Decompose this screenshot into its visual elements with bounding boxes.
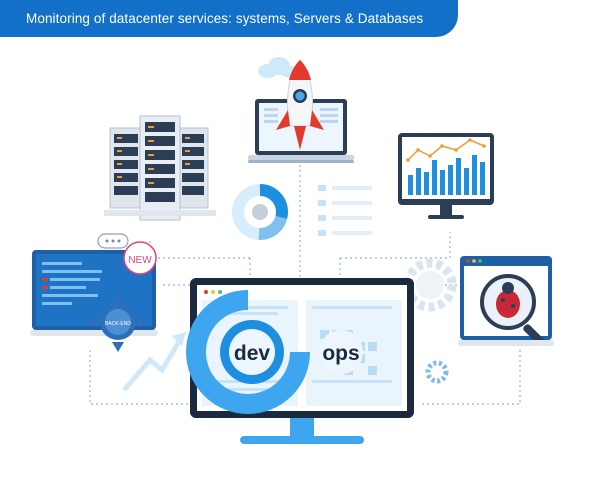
- bug-magnifier-icon: [458, 256, 554, 346]
- status-list: [318, 185, 372, 236]
- ops-label: ops: [322, 342, 359, 365]
- bar-chart-monitor-icon: [398, 133, 494, 219]
- devops-monitor-icon: dev ops: [186, 278, 414, 444]
- chat-bubble-icon: [97, 233, 129, 249]
- server-rack-icon: [104, 115, 216, 221]
- backend-badge: BACK-END: [88, 292, 148, 352]
- gear-icon: [403, 258, 457, 312]
- rocket-icon: [276, 59, 324, 150]
- donut-chart-icon: [232, 184, 288, 240]
- new-badge-text: NEW: [128, 255, 152, 266]
- small-gear-icon: [425, 360, 449, 384]
- trend-arrow-icon: [122, 332, 186, 392]
- new-badge: NEW: [123, 241, 157, 275]
- dev-label: dev: [234, 342, 271, 365]
- page-title: Monitoring of datacenter services: syste…: [26, 11, 424, 26]
- title-banner: Monitoring of datacenter services: syste…: [0, 0, 458, 37]
- backend-label: BACK-END: [105, 321, 131, 327]
